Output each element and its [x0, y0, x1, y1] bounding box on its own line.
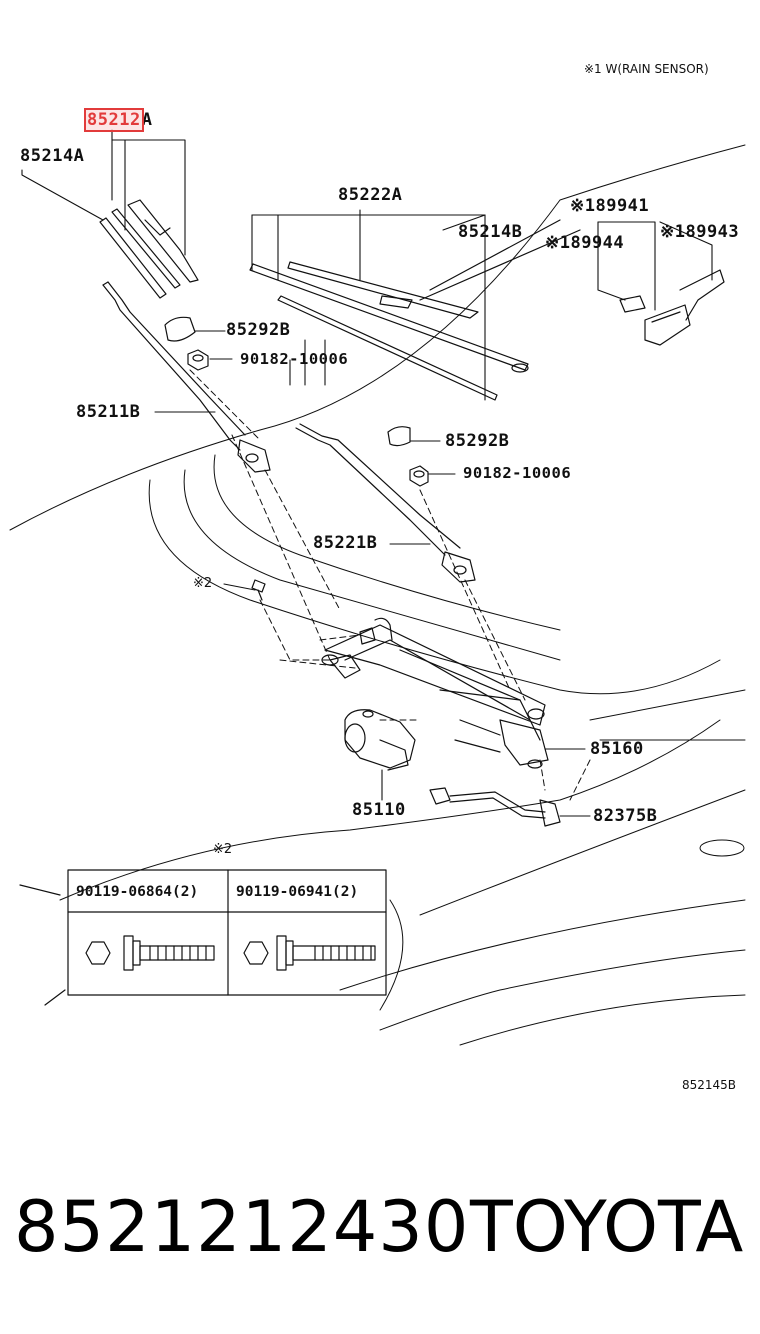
part-label-85221b: 85221B — [313, 533, 378, 553]
part-label-85214b: 85214B — [458, 222, 523, 242]
wiper-blade-left — [99, 199, 199, 299]
part-label-89943: ※189943 — [660, 222, 740, 242]
part-label-89941: ※189941 — [570, 196, 650, 216]
wiper-motor — [344, 709, 416, 771]
part-label-85110: 85110 — [352, 800, 406, 820]
part-label-85214a: 85214A — [20, 146, 85, 166]
wiper-assembly-diagram — [9, 129, 746, 1046]
assembly-dashed-lines — [189, 369, 591, 801]
pivot-cap-mid — [387, 426, 411, 447]
nut-mid — [409, 465, 429, 487]
vehicle-body-outline — [9, 144, 746, 1046]
wiper-blade-right — [249, 219, 581, 401]
nut-top — [187, 349, 209, 371]
part-label-85160: 85160 — [590, 739, 644, 759]
part-label-89944: ※189944 — [545, 233, 625, 253]
bolt-table — [19, 869, 387, 1006]
wiper-arm-left — [102, 281, 271, 473]
part-label-90182-mid: 90182-10006 — [463, 464, 572, 482]
part-label-85211b: 85211B — [76, 402, 141, 422]
part-label-85292b-top: 85292B — [226, 320, 291, 340]
rain-sensor-note: ※1 W(RAIN SENSOR) — [584, 62, 709, 76]
hose — [429, 787, 561, 827]
part-label-85212a[interactable]: 85212A — [84, 108, 153, 132]
part-label-85222a: 85222A — [338, 185, 403, 205]
leader-lines — [21, 129, 713, 817]
part-label-85292b-mid: 85292B — [445, 431, 510, 451]
mounting-screw — [251, 579, 266, 601]
footer-brand: TOYOTA — [470, 1186, 744, 1268]
table-header-bolt-1: 90119-06864(2) — [76, 884, 199, 900]
wiper-arm-right — [295, 423, 476, 583]
highlighted-part-85212[interactable]: 85212 — [84, 108, 144, 132]
screw-note: ※2 — [193, 576, 213, 591]
part-label-90182-top: 90182-10006 — [240, 350, 349, 368]
rain-sensor-parts — [619, 269, 725, 346]
part-label-85212a-suffix: A — [141, 110, 153, 130]
footer-part-number: 8521212430 — [14, 1186, 470, 1268]
wiper-linkage — [321, 617, 549, 769]
table-header-bolt-2: 90119-06941(2) — [236, 884, 359, 900]
table-note: ※2 — [213, 842, 233, 857]
pivot-cap-top — [164, 316, 196, 342]
figure-code: 852145B — [682, 1078, 737, 1092]
part-label-82375b: 82375B — [593, 806, 658, 826]
